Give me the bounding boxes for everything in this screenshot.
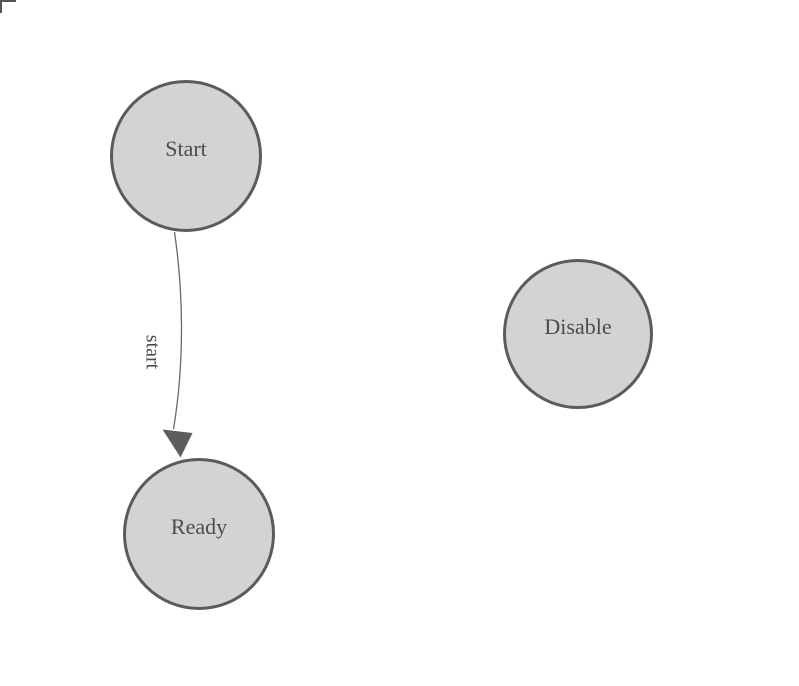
state-node-start[interactable]: Start: [110, 80, 262, 232]
state-node-disable-label: Disable: [544, 314, 612, 339]
transition-label[interactable]: start: [141, 334, 164, 370]
state-node-disable[interactable]: Disable: [503, 259, 653, 409]
transition-edge-start-to-ready[interactable]: [172, 231, 183, 430]
state-node-ready[interactable]: Ready: [123, 458, 275, 610]
corner-bracket-mark: [0, 0, 16, 13]
state-node-ready-label: Ready: [170, 514, 228, 539]
arrowhead-icon[interactable]: [162, 429, 193, 458]
state-node-start-label: Start: [165, 136, 207, 161]
